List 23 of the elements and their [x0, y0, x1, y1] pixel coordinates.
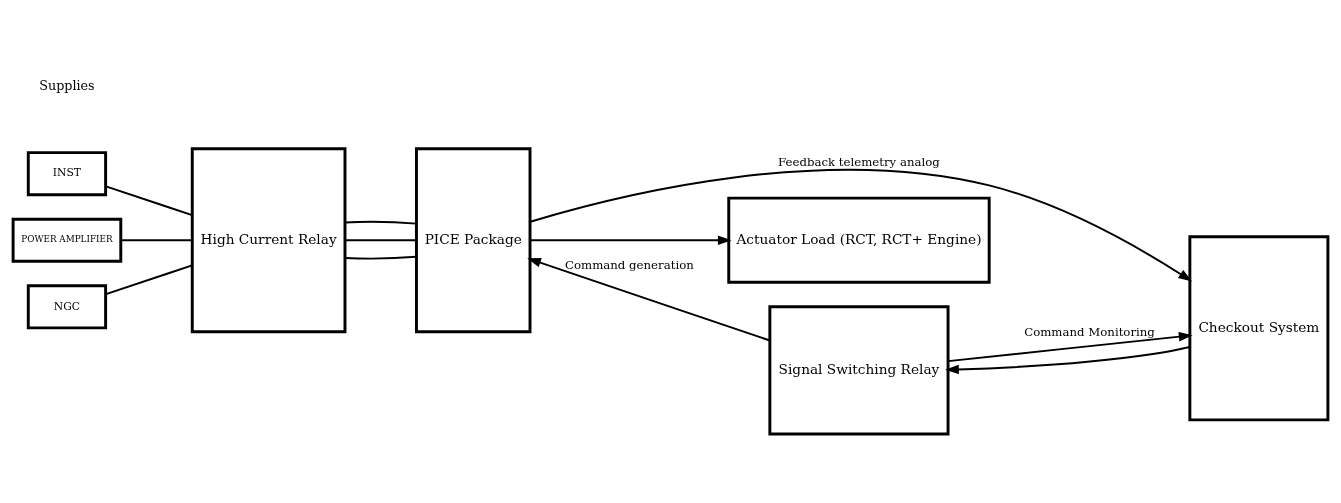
connector	[344, 255, 418, 260]
arrow	[945, 346, 1191, 375]
node-box: NGC	[26, 284, 108, 330]
connector	[119, 239, 194, 242]
edge-label: Feedback telemetry analog	[778, 155, 940, 170]
edge-label: Command Monitoring	[1024, 324, 1155, 339]
edge-label: Command generation	[565, 258, 694, 273]
node-box: INST	[26, 151, 108, 197]
node-box: PICE Package	[414, 147, 532, 334]
connector	[344, 239, 418, 242]
connector	[344, 220, 418, 225]
node-box: Checkout System	[1188, 235, 1330, 422]
arrow	[527, 258, 771, 342]
arrow	[947, 331, 1193, 363]
label: Supplies	[39, 77, 95, 93]
node-box: High Current Relay	[190, 147, 347, 334]
node-box: Signal Switching Relay	[768, 305, 950, 436]
connector	[104, 185, 194, 217]
connector	[104, 264, 194, 296]
node-box: POWER AMPLIFIER	[11, 217, 123, 263]
arrow	[529, 235, 732, 246]
node-box: Actuator Load (RCT, RCT+ Engine)	[727, 196, 991, 284]
arrow	[529, 168, 1193, 282]
